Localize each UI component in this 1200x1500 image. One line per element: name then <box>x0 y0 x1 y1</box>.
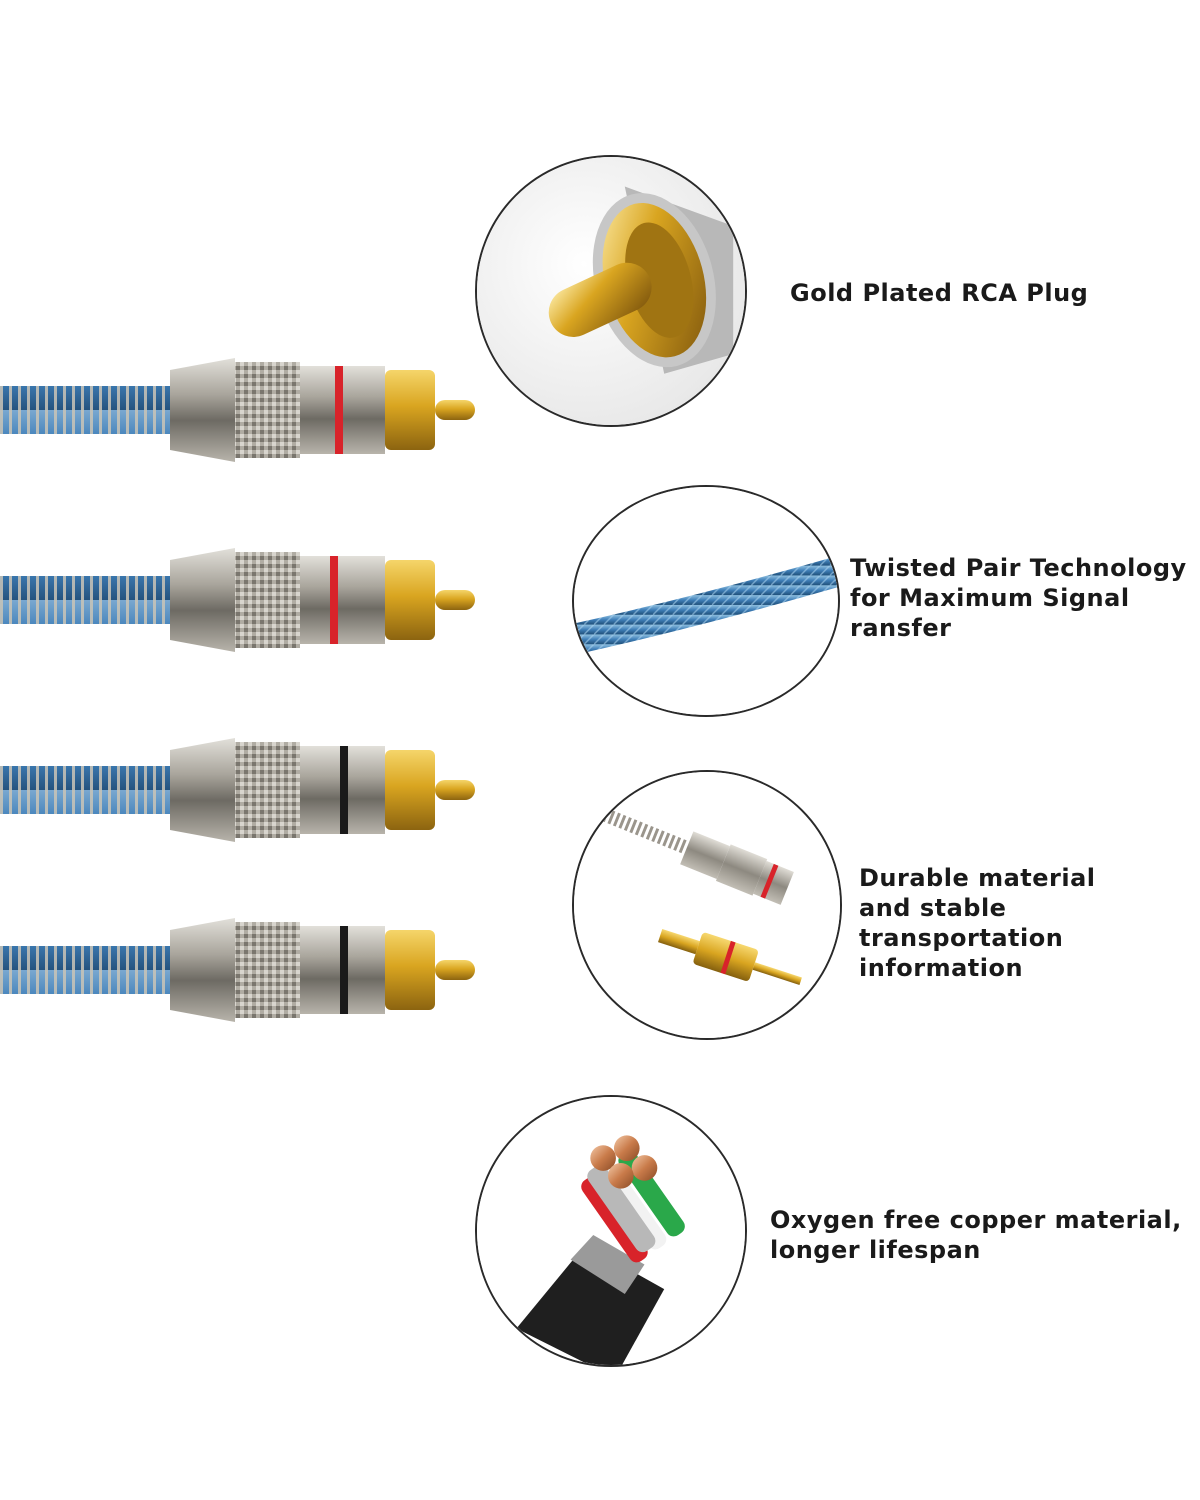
gold-plug-closeup-circle <box>475 155 747 427</box>
feature-twisted-pair-line-2: for Maximum Signal <box>850 584 1130 612</box>
feature-oxygen-free-copper-line-2: longer lifespan <box>770 1236 981 1264</box>
twisted-cable-image <box>574 487 838 715</box>
feature-durable-material-line-3: transportation <box>859 924 1064 952</box>
rca-plugs-illustration <box>0 358 475 1022</box>
rca-plug-3 <box>0 738 475 842</box>
feature-gold-plated: Gold Plated RCA Plug <box>790 278 1088 308</box>
rca-plug-1 <box>0 358 475 462</box>
feature-twisted-pair: Twisted Pair Technology for Maximum Sign… <box>850 553 1187 643</box>
copper-core-image <box>477 1097 745 1365</box>
twisted-cable-circle <box>572 485 840 717</box>
feature-gold-plated-line-1: Gold Plated RCA Plug <box>790 279 1089 307</box>
feature-durable-material: Durable material and stable transportati… <box>859 863 1096 983</box>
copper-core-circle <box>475 1095 747 1367</box>
feature-oxygen-free-copper-line-1: Oxygen free copper material, <box>770 1206 1182 1234</box>
feature-oxygen-free-copper: Oxygen free copper material, longer life… <box>770 1205 1182 1265</box>
feature-twisted-pair-line-3: ransfer <box>850 614 952 642</box>
durable-material-image <box>574 772 840 1038</box>
feature-durable-material-line-2: and stable <box>859 894 1007 922</box>
feature-durable-material-line-4: information <box>859 954 1024 982</box>
gold-plug-closeup-image <box>477 157 745 425</box>
rca-plug-2 <box>0 548 475 652</box>
feature-durable-material-line-1: Durable material <box>859 864 1096 892</box>
rca-plug-4 <box>0 918 475 1022</box>
durable-material-circle <box>572 770 842 1040</box>
feature-twisted-pair-line-1: Twisted Pair Technology <box>850 554 1187 582</box>
